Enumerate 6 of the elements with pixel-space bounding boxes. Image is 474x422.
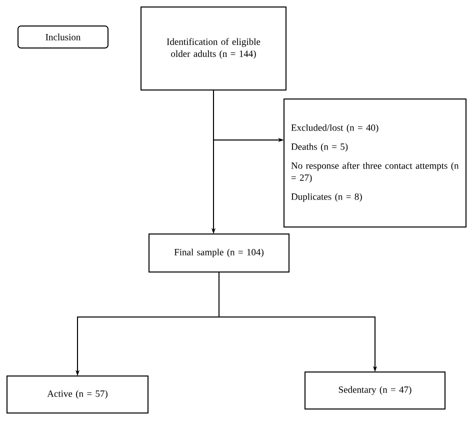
process-box: Final sample (n = 104) — [148, 234, 290, 272]
label-box: Inclusion — [18, 26, 108, 48]
process-box: Identification of eligible older adults (n = 144) — [140, 6, 286, 90]
outcome-box: Sedentary (n = 47) — [304, 372, 446, 410]
outcome-box: Active (n = 57) — [6, 376, 148, 414]
exclusion-box: Excluded/lost (n = 40) Deaths (n = 5) No response after three contact attempts (n = 27) Duplicates (n = 8) — [284, 98, 466, 228]
